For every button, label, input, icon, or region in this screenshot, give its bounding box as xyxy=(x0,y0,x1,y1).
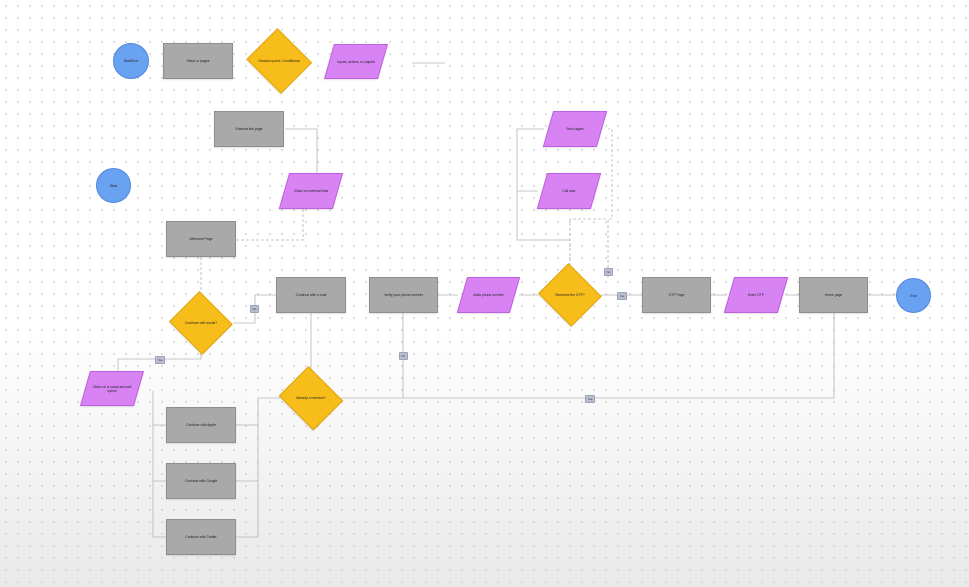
adds-phone-node[interactable]: Adds phone number xyxy=(462,277,515,313)
end-node[interactable]: End xyxy=(896,278,931,313)
connector-providers-merge xyxy=(236,397,280,538)
legend-input-parallelogram[interactable]: Inputs, actions or outputs xyxy=(329,44,383,79)
clicks-external-links-node[interactable]: Clicks on external links xyxy=(284,173,338,209)
call-user-node[interactable]: Call user xyxy=(542,173,596,209)
home-page-label: Home page xyxy=(824,293,843,297)
edge-label-member-yes: Yes xyxy=(585,395,595,403)
connector-otp-no xyxy=(569,128,613,278)
continue-social-label: Continue with social? xyxy=(184,321,218,325)
external-link-page-label: External link page xyxy=(235,127,263,131)
welcome-page-label: Welcome Page xyxy=(189,237,213,241)
connector-member-yes xyxy=(403,313,835,399)
already-member-decision[interactable]: Already a member? xyxy=(278,370,344,426)
legend-steps-rect[interactable]: Steps or pages xyxy=(163,43,233,79)
otp-page-node[interactable]: OTP Page xyxy=(642,277,711,313)
social-account-option-node[interactable]: Clicks on a social account option xyxy=(85,371,139,406)
continue-google-node[interactable]: Continue with Google xyxy=(166,463,236,499)
continue-social-decision[interactable]: Continue with social? xyxy=(169,294,233,352)
edge-label-social-no: No xyxy=(250,305,259,313)
edge-label-otp-yes: Yes xyxy=(617,292,627,300)
external-link-page-node[interactable]: External link page xyxy=(214,111,284,147)
start-node[interactable]: Start xyxy=(96,168,131,203)
received-otp-decision[interactable]: Received the OTP? xyxy=(538,266,602,324)
social-account-option-label: Clicks on a social account option xyxy=(92,384,132,393)
home-page-node[interactable]: Home page xyxy=(799,277,868,313)
continue-google-label: Continue with Google xyxy=(184,479,218,483)
welcome-page-node[interactable]: Welcome Page xyxy=(166,221,236,257)
enter-otp-label: Enter OTP xyxy=(747,293,765,297)
continue-apple-label: Continue with Apple xyxy=(186,423,216,427)
legend-start-end-circle[interactable]: Start/End xyxy=(113,43,149,79)
continue-twitter-label: Continue with Twitter xyxy=(185,535,217,539)
verify-phone-label: Verify your phone number xyxy=(384,293,423,297)
continue-email-label: Continue with e-mail xyxy=(295,293,327,297)
legend-decision-diamond[interactable]: Decision point / Conditional xyxy=(246,31,312,91)
edge-label-otp-no: No xyxy=(604,268,613,276)
clicks-external-links-label: Clicks on external links xyxy=(293,189,329,193)
connector-retry-loop xyxy=(516,128,570,241)
send-again-label: Send again xyxy=(566,127,584,131)
adds-phone-label: Adds phone number xyxy=(473,293,504,297)
edge-label-social-yes: Yes xyxy=(155,356,165,364)
connector-social-providers xyxy=(152,391,166,538)
connector-member-no xyxy=(341,313,404,399)
send-again-node[interactable]: Send again xyxy=(548,111,602,147)
continue-apple-node[interactable]: Continue with Apple xyxy=(166,407,236,443)
connector-click-to-external-page xyxy=(285,128,318,173)
edge-label-member-no: No xyxy=(399,352,408,360)
verify-phone-node[interactable]: Verify your phone number xyxy=(369,277,438,313)
start-label: Start xyxy=(109,183,118,188)
legend-input-label: Inputs, actions or outputs xyxy=(337,59,375,64)
legend-start-end-label: Start/End xyxy=(123,59,139,63)
continue-email-node[interactable]: Continue with e-mail xyxy=(276,277,346,313)
call-user-label: Call user xyxy=(562,189,576,193)
legend-decision-label: Decision point / Conditional xyxy=(258,59,300,63)
continue-twitter-node[interactable]: Continue with Twitter xyxy=(166,519,236,555)
connector-welcome-external-click xyxy=(236,209,304,241)
otp-page-label: OTP Page xyxy=(668,293,685,297)
enter-otp-node[interactable]: Enter OTP xyxy=(729,277,783,313)
end-label: End xyxy=(910,293,917,298)
already-member-label: Already a member? xyxy=(296,396,326,400)
legend-steps-label: Steps or pages xyxy=(186,59,210,63)
received-otp-label: Received the OTP? xyxy=(555,293,585,297)
